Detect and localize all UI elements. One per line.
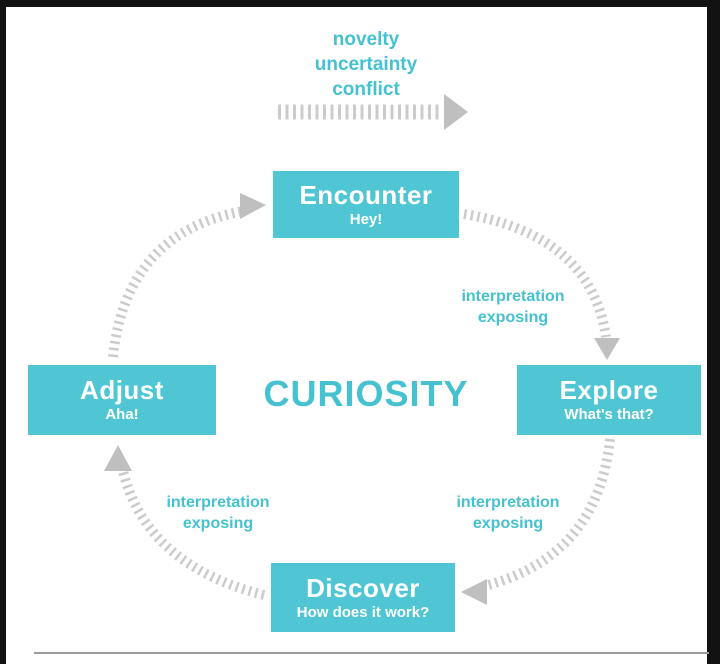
diagram-panel: novelty uncertainty conflict CURIOSITY E…	[6, 7, 709, 664]
stage-title-encounter: Encounter	[299, 179, 433, 210]
stage-subtitle-explore: What's that?	[564, 406, 654, 424]
stage-box-discover: Discover How does it work?	[271, 563, 455, 632]
stage-title-explore: Explore	[559, 375, 659, 406]
arrowhead-to-encounter-icon	[240, 193, 266, 219]
transition-label-explore-discover: interpretation exposing	[423, 492, 593, 534]
arrowhead-to-explore-icon	[594, 338, 620, 360]
stage-box-encounter: Encounter Hey!	[273, 171, 459, 238]
stage-subtitle-encounter: Hey!	[349, 210, 383, 228]
arc-adjust-to-encounter	[108, 206, 245, 358]
stage-box-adjust: Adjust Aha!	[28, 365, 216, 435]
transition-line-2: exposing	[472, 515, 544, 532]
stage-box-explore: Explore What's that?	[517, 365, 701, 435]
center-title: CURIOSITY	[263, 373, 469, 414]
transition-line-1: interpretation	[456, 494, 560, 511]
transition-label-discover-adjust: interpretation exposing	[133, 492, 303, 534]
trigger-line-novelty: novelty	[332, 29, 400, 50]
transition-line-1: interpretation	[166, 494, 270, 511]
stage-subtitle-adjust: Aha!	[105, 406, 139, 424]
stage-subtitle-discover: How does it work?	[296, 603, 430, 621]
transition-label-encounter-explore: interpretation exposing	[428, 286, 598, 328]
transition-line-2: exposing	[182, 515, 254, 532]
transition-line-2: exposing	[477, 309, 549, 326]
arrowhead-to-adjust-icon	[104, 445, 132, 471]
trigger-label: novelty uncertainty conflict	[266, 27, 466, 102]
stage-title-discover: Discover	[306, 572, 420, 603]
trigger-line-uncertainty: uncertainty	[314, 54, 418, 75]
transition-line-1: interpretation	[461, 288, 565, 305]
bottom-divider	[34, 652, 709, 654]
stage-title-adjust: Adjust	[80, 375, 164, 406]
arrowhead-to-discover-icon	[461, 579, 487, 605]
trigger-line-conflict: conflict	[332, 79, 400, 100]
